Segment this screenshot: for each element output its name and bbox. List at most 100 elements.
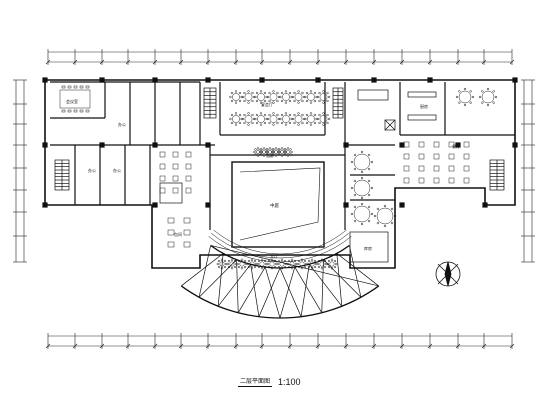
column — [259, 77, 265, 83]
chair — [251, 113, 254, 117]
column — [42, 77, 48, 83]
chair — [326, 262, 329, 266]
chair — [234, 123, 238, 126]
chair — [260, 148, 263, 151]
dimension-tick — [481, 59, 487, 65]
chair — [283, 153, 286, 156]
chair — [240, 267, 244, 270]
column — [315, 77, 321, 83]
dimension-tick — [287, 59, 293, 65]
chair — [255, 113, 259, 117]
dimension-tick — [152, 59, 158, 65]
chair — [286, 154, 290, 157]
chair — [265, 148, 268, 151]
chair — [240, 95, 243, 99]
column — [205, 77, 211, 83]
dining-table — [185, 175, 192, 182]
chair — [280, 113, 284, 117]
chair — [268, 99, 271, 103]
chair — [309, 90, 313, 93]
table-set-icon — [269, 115, 278, 123]
canopy-inner-arc — [210, 244, 350, 269]
dining-table — [183, 229, 191, 236]
chair — [268, 91, 271, 95]
dimension-tick — [371, 343, 377, 349]
chair — [278, 153, 281, 156]
chair — [326, 121, 329, 125]
chair — [272, 101, 275, 104]
room-label-hall: 大厅 — [270, 253, 278, 259]
dimension-tick — [455, 59, 461, 65]
dimension-tick — [205, 343, 211, 349]
chair — [263, 91, 267, 95]
chair — [367, 179, 371, 183]
chair — [330, 267, 334, 270]
chair — [327, 259, 331, 263]
chair — [276, 262, 279, 266]
dining-table — [433, 165, 440, 172]
chair — [259, 150, 262, 154]
drawing-title-block: 二层平面图 1:100 — [238, 373, 301, 387]
chair — [333, 259, 337, 263]
chair — [253, 150, 256, 154]
chair — [367, 153, 371, 157]
column — [152, 77, 158, 83]
chair — [335, 262, 338, 266]
table-set-icon — [329, 261, 335, 267]
dimension-tick — [152, 343, 158, 349]
table-set-icon — [257, 115, 265, 123]
chair — [277, 117, 281, 121]
chair — [272, 148, 275, 151]
dining-table — [448, 177, 455, 184]
room-label-office-c: 办公 — [113, 167, 121, 173]
dining-table — [185, 187, 192, 194]
chair — [330, 258, 334, 261]
chair — [463, 87, 467, 91]
column — [399, 202, 405, 208]
chair — [367, 193, 371, 197]
chair — [268, 154, 272, 157]
dimension-tick — [99, 343, 105, 349]
chair — [284, 101, 288, 104]
room-label-atrium: 中庭 — [270, 202, 279, 209]
chair — [455, 95, 459, 99]
dimension-tick — [287, 343, 293, 349]
chair — [243, 113, 246, 117]
chair — [276, 99, 279, 103]
chair — [266, 117, 270, 121]
chair — [305, 91, 309, 95]
dining-table — [167, 217, 175, 224]
chair — [301, 113, 304, 117]
dining-table — [172, 175, 179, 182]
dining-table — [448, 141, 455, 148]
dining-table — [463, 165, 470, 172]
chair — [316, 95, 320, 99]
table-set-icon — [319, 261, 325, 267]
chair — [276, 121, 279, 125]
chair — [296, 262, 299, 266]
chair — [353, 153, 357, 157]
chair — [288, 121, 292, 125]
chair — [284, 153, 287, 156]
chair — [276, 91, 279, 95]
table-set-icon — [319, 115, 328, 123]
reception-desk — [159, 182, 183, 204]
chair — [265, 117, 268, 121]
chair — [309, 112, 313, 115]
dimension-tick — [233, 343, 239, 349]
column — [371, 77, 377, 83]
chair — [280, 91, 284, 95]
dining-table — [183, 241, 191, 248]
chair — [302, 95, 306, 99]
chair — [266, 262, 269, 266]
room-label-corridor: 走廊 — [266, 152, 274, 158]
canopy-rib — [309, 264, 343, 307]
chair — [469, 101, 472, 104]
fixtures — [54, 87, 505, 319]
chair — [360, 222, 364, 226]
chair — [223, 265, 227, 269]
room-label-conference: 会议室 — [66, 98, 78, 104]
chair — [279, 117, 282, 121]
dining-table — [159, 187, 166, 194]
